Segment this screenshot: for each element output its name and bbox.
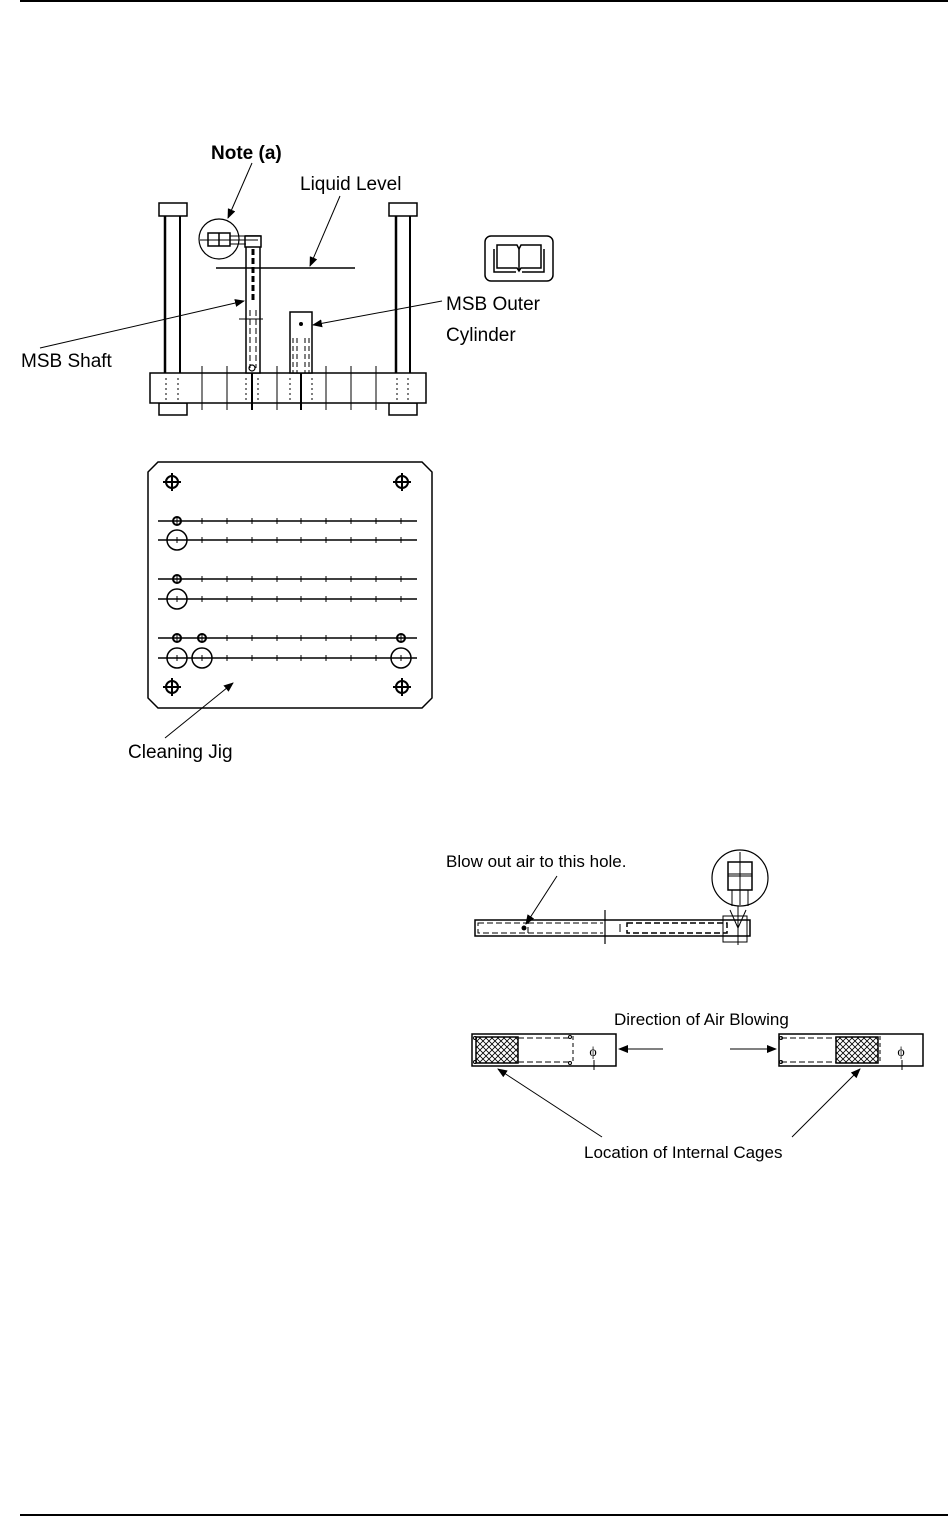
- msb-outer-label-line2: Cylinder: [446, 325, 516, 346]
- open-book-icon: [484, 235, 554, 282]
- jig-small-hole: [172, 574, 182, 584]
- jig-large-hole: [166, 529, 188, 551]
- jig-large-hole: [191, 647, 213, 669]
- jig-small-hole: [172, 633, 182, 643]
- msb-outer-cylinder-drawing: [289, 311, 313, 374]
- header-rule: [20, 0, 948, 2]
- phi-symbol: ϕ: [589, 1045, 596, 1060]
- jig-small-hole: [172, 516, 182, 526]
- cleaning-jig-label: Cleaning Jig: [128, 742, 233, 763]
- cleaning-jig-leader: [164, 682, 234, 739]
- msb-shaft-label: MSB Shaft: [21, 351, 112, 372]
- cage-leader-left: [497, 1068, 603, 1138]
- msb-outer-leader: [312, 300, 443, 328]
- liquid-level-leader: [309, 195, 341, 267]
- msb-shaft-leader: [39, 299, 245, 349]
- right-cylinder-section: ϕ: [778, 1033, 924, 1070]
- cleaning-jig-plate: [147, 461, 433, 709]
- jig-large-hole: [390, 647, 412, 669]
- fitting-detail-circle: [711, 849, 769, 907]
- air-direction-label: Direction of Air Blowing: [614, 1010, 789, 1029]
- jig-hole-rows: [158, 516, 417, 669]
- base-block: [149, 366, 427, 410]
- blow-out-label: Blow out air to this hole.: [446, 852, 627, 871]
- jig-large-hole: [166, 588, 188, 610]
- left-post: [158, 202, 188, 416]
- jig-small-hole: [396, 633, 406, 643]
- right-post: [388, 202, 418, 416]
- note-a-leader: [227, 162, 253, 219]
- internal-cages-label: Location of Internal Cages: [584, 1143, 783, 1162]
- liquid-level-label: Liquid Level: [300, 174, 402, 195]
- note-a-label: Note (a): [211, 143, 282, 164]
- msb-shaft-horizontal: [474, 905, 751, 945]
- blow-out-leader: [525, 875, 558, 925]
- msb-shaft-drawing: [239, 235, 263, 374]
- footer-rule: [20, 1514, 948, 1516]
- msb-outer-label-line1: MSB Outer: [446, 294, 540, 315]
- note-a-detail-circle: [198, 218, 258, 260]
- phi-symbol: ϕ: [897, 1045, 904, 1060]
- jig-large-hole: [166, 647, 188, 669]
- left-cylinder-section: ϕ: [471, 1033, 617, 1070]
- jig-small-hole: [197, 633, 207, 643]
- cage-leader-right: [791, 1068, 861, 1138]
